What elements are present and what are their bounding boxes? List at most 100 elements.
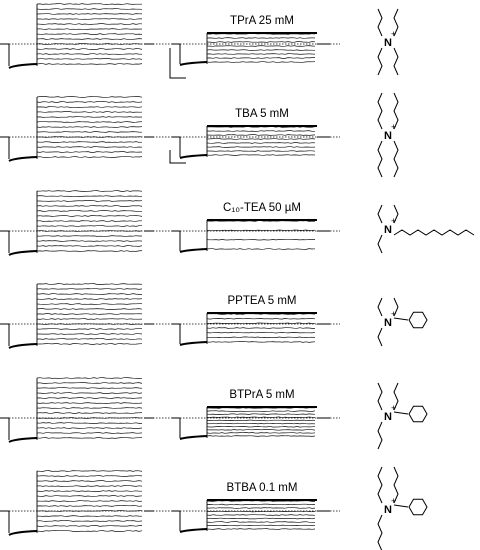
alkyl-chain [377, 421, 383, 450]
alkyl-chain [393, 297, 399, 317]
control-trace [36, 530, 143, 532]
control-trace [36, 377, 143, 379]
control-trace [36, 48, 143, 50]
control-trace [36, 240, 143, 242]
panel-row-4: PPTEA 5 mM N+ [0, 283, 428, 349]
alkyl-chain [393, 466, 399, 504]
blocked-trace [206, 435, 316, 437]
blocked-trace [206, 57, 315, 59]
blocked-trace [206, 528, 316, 530]
control-trace [36, 402, 143, 404]
control-trace [36, 480, 143, 482]
control-trace [36, 397, 143, 399]
control-trace [36, 205, 143, 207]
blocked-trace [206, 41, 316, 43]
control-trace [36, 422, 142, 424]
control-trace [37, 18, 143, 20]
blocked-trace [206, 146, 316, 148]
nitrogen-atom: N [384, 411, 392, 423]
control-trace [36, 308, 143, 310]
panel-row-2: TBA 5 mMN+ [0, 92, 399, 178]
row-label: C₁₀-TEA 50 µM [223, 202, 301, 214]
alkyl-chain [393, 8, 399, 37]
nitrogen-atom: N [384, 317, 392, 329]
alkyl-chain [377, 92, 383, 130]
charge-plus: + [391, 309, 396, 319]
blocked-tail [179, 248, 208, 253]
charge-plus: + [391, 403, 396, 413]
blocked-trace [206, 432, 316, 434]
blocked-trace [206, 238, 316, 241]
phenyl-ring [408, 498, 428, 516]
control-trace [37, 338, 143, 340]
panel-row-6: BTBA 0.1 mMN+ [0, 466, 428, 550]
blocked-trace [206, 53, 316, 55]
control-trace [36, 151, 143, 153]
control-trace [36, 490, 142, 492]
charge-plus: + [391, 496, 396, 506]
control-trace [36, 515, 143, 517]
control-trace [36, 215, 143, 217]
control-trace [36, 220, 142, 222]
alkyl-chain [393, 47, 399, 76]
control-trace [36, 303, 142, 305]
benzyl-bond [393, 411, 409, 415]
blocked-trace [206, 142, 316, 144]
control-trace [36, 427, 143, 429]
alkyl-chain [377, 234, 383, 254]
blocked-trace [206, 514, 316, 516]
blocked-trace [206, 429, 316, 431]
nitrogen-atom: N [384, 130, 392, 142]
control-trace [36, 407, 143, 409]
control-trace [36, 121, 143, 123]
control-trace [36, 106, 143, 108]
alkyl-chain [377, 327, 383, 347]
control-trace [36, 387, 143, 389]
control-trace [36, 13, 143, 15]
alkyl-chain [377, 204, 383, 224]
control-trace [36, 412, 143, 414]
blocked-tail [179, 341, 208, 346]
control-trace [36, 126, 143, 128]
control-trace [36, 470, 143, 472]
control-trace [36, 116, 143, 118]
control-trace [36, 432, 143, 434]
control-trace [36, 500, 143, 502]
blocked-trace [207, 524, 316, 527]
blocked-tail [179, 61, 208, 66]
phenyl-ring [408, 405, 428, 423]
control-trace [36, 96, 143, 98]
blocked-trace [206, 503, 316, 506]
control-trace [36, 8, 143, 10]
control-trace [36, 245, 143, 247]
row-label: PPTEA 5 mM [227, 295, 296, 307]
blocked-trace [206, 61, 316, 63]
control-trace [36, 141, 143, 143]
control-trace [37, 131, 143, 133]
nitrogen-atom: N [384, 37, 392, 49]
control-trace [36, 23, 142, 25]
control-trace [37, 343, 143, 345]
blocked-trace [206, 130, 315, 132]
control-trace [36, 43, 143, 45]
control-trace [37, 293, 142, 295]
control-tail [8, 437, 38, 443]
control-trace [36, 190, 143, 192]
control-trace [36, 495, 143, 497]
control-tail [8, 250, 38, 256]
control-trace [37, 136, 143, 138]
control-trace [36, 437, 142, 439]
charge-plus: + [391, 216, 396, 226]
control-tail [8, 530, 38, 536]
blocked-trace [206, 317, 316, 320]
blocked-trace [206, 45, 316, 47]
blocked-tail [179, 435, 208, 440]
control-trace [36, 382, 143, 384]
benzyl-bond [393, 504, 409, 508]
blocked-trace [207, 419, 316, 422]
panel-rows: TPrA 25 mMN+TBA 5 mMN+C₁₀-TEA 50 µMN+PPT… [0, 3, 475, 550]
control-trace [36, 250, 143, 252]
row-label: BTBA 0.1 mM [227, 482, 298, 494]
alkyl-chain [393, 229, 475, 236]
control-tail [8, 63, 38, 69]
